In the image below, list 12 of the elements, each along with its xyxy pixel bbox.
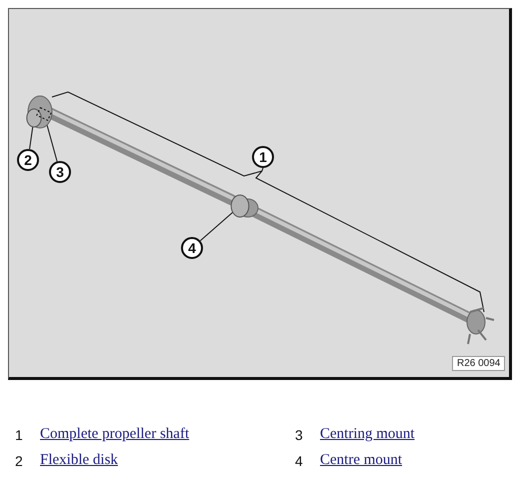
part-name-link: Centre mount xyxy=(320,452,402,469)
part-name-link: Complete propeller shaft xyxy=(40,426,190,443)
item-number: 3 xyxy=(295,427,303,443)
leader-line xyxy=(200,211,234,242)
item-number: 4 xyxy=(295,453,303,469)
leader-line xyxy=(52,91,484,312)
item-number: 1 xyxy=(15,427,23,443)
leader-line xyxy=(29,124,34,150)
figure-code: R26 0094 xyxy=(452,356,506,371)
item-number: 2 xyxy=(15,453,23,469)
part-name-link: Centring mount xyxy=(320,426,415,443)
part-name-link: Flexible disk xyxy=(40,452,118,469)
